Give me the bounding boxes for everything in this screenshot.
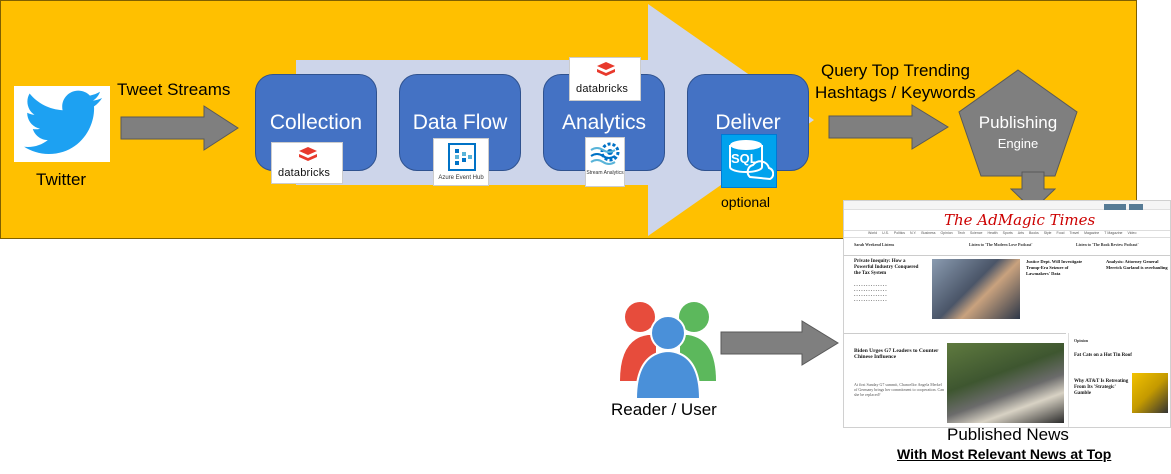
newspaper-nav-items: World U.S. Politics N.Y. Business Opinion Tech…	[844, 231, 1170, 236]
headline-bottom-2: At first Sunday G7 summit, Chancellor An…	[854, 382, 944, 397]
opinion-item-2: Why AT&T Is Retreating From Its 'Strateg…	[1074, 379, 1129, 396]
stage-collection-label: Collection	[269, 111, 363, 134]
newspaper-nav: World U.S. Politics N.Y. Business Opinion Tech…	[844, 230, 1170, 238]
promo-1: Sarah Weekend Listens	[854, 242, 895, 247]
published-news-subtitle: With Most Relevant News at Top	[897, 446, 1112, 462]
opinion-label: Opinion	[1074, 338, 1089, 343]
newspaper-nav-item[interactable]: Opinion	[940, 231, 953, 235]
databricks-icon	[597, 62, 615, 76]
event-hub-icon	[448, 143, 476, 171]
publishing-engine	[958, 69, 1078, 177]
headline-main-body: • • • • • • • • • • • • • •• • • • • • •…	[854, 283, 887, 303]
stage-deliver-label: Deliver	[715, 111, 781, 134]
headline-far-right: Analysis: Attorney General Merrick Garla…	[1106, 259, 1168, 270]
photo-opinion	[1132, 373, 1168, 413]
divider	[844, 255, 1170, 256]
event-hub-logo: Azure Event Hub	[433, 138, 489, 186]
stage-data-flow-label: Data Flow	[412, 111, 508, 134]
publishing-label-line1: Publishing	[978, 113, 1058, 132]
twitter-label: Twitter	[36, 170, 87, 189]
query-label-line2: Hashtags / Keywords	[815, 83, 976, 102]
twitter-logo-icon	[14, 86, 110, 162]
divider	[844, 333, 1066, 334]
query-arrow	[828, 104, 949, 150]
stage-analytics-label: Analytics	[561, 111, 647, 134]
publish-down-arrow	[1010, 171, 1056, 211]
newspaper-nav-item[interactable]: Health	[987, 231, 998, 235]
headline-main: Private Inequity: How a Powerful Industr…	[854, 259, 919, 276]
headline-bottom: Biden Urges G7 Leaders to Counter Chines…	[854, 348, 939, 360]
databricks-text: databricks	[278, 167, 331, 179]
reader-arrow	[720, 320, 839, 366]
newspaper-nav-item[interactable]: World	[868, 231, 878, 235]
newspaper-nav-item[interactable]: Politics	[893, 231, 905, 235]
photo-main	[932, 259, 1020, 319]
optional-label: optional	[721, 194, 771, 210]
publishing-label-line2: Engine	[997, 136, 1039, 151]
newspaper-masthead: The AdMagic Times	[944, 211, 1096, 229]
newspaper-nav-item[interactable]: Science	[970, 231, 983, 235]
stream-analytics-logo: Stream Analytics	[585, 137, 625, 187]
newspaper-nav-item[interactable]: Business	[921, 231, 936, 235]
photo-g7	[947, 343, 1064, 423]
newspaper-topbar	[844, 201, 1170, 210]
newspaper-nav-item[interactable]: Style	[1043, 231, 1052, 235]
published-news-title: Published News	[947, 425, 1069, 444]
newspaper-frontpage: The AdMagic Times World U.S. Politics N.Y. B…	[843, 200, 1171, 428]
login-button[interactable]	[1129, 204, 1143, 210]
databricks-text: databricks	[576, 83, 629, 95]
stream-analytics-text: Stream Analytics	[586, 170, 624, 176]
sql-logo: SQL	[721, 134, 777, 188]
newspaper-nav-item[interactable]: Magazine	[1084, 231, 1100, 235]
newspaper-nav-item[interactable]: Travel	[1069, 231, 1080, 235]
tweet-streams-arrow	[120, 105, 239, 151]
newspaper-nav-item[interactable]: N.Y.	[909, 231, 917, 235]
stream-analytics-icon	[590, 142, 620, 165]
event-hub-text: Azure Event Hub	[438, 175, 484, 181]
newspaper-nav-item[interactable]: T Magazine	[1104, 231, 1123, 235]
newspaper-nav-item[interactable]: U.S.	[882, 231, 889, 235]
reader-label: Reader / User	[611, 400, 717, 419]
users-icon	[620, 302, 716, 400]
newspaper-nav-item[interactable]: Tech	[957, 231, 966, 235]
newspaper-nav-item[interactable]: Books	[1028, 231, 1039, 235]
promo-2: Listen to 'The Modern Love Podcast'	[969, 242, 1033, 247]
headline-right: Justice Dept. Will Investigate Trump-Era…	[1026, 259, 1083, 276]
opinion-item-1: Fat Cats on a Hot Tin Roof	[1074, 353, 1132, 358]
databricks-logo-analytics: databricks	[569, 57, 641, 101]
tweet-streams-label: Tweet Streams	[117, 80, 231, 99]
databricks-icon	[299, 147, 317, 161]
query-label-line1: Query Top Trending	[821, 61, 970, 80]
newspaper-nav-item[interactable]: Sports	[1002, 231, 1013, 235]
databricks-logo-collection: databricks	[271, 142, 343, 184]
column-divider	[1068, 333, 1069, 427]
newspaper-nav-item[interactable]: Video	[1127, 231, 1137, 235]
sql-database-icon	[729, 140, 774, 181]
subscribe-button[interactable]	[1104, 204, 1126, 210]
sql-text: SQL	[731, 151, 758, 166]
newspaper-nav-item[interactable]: Food	[1056, 231, 1065, 235]
promo-3: Listen to 'The Book Review Podcast'	[1076, 242, 1139, 247]
newspaper-nav-item[interactable]: Arts	[1017, 231, 1024, 235]
